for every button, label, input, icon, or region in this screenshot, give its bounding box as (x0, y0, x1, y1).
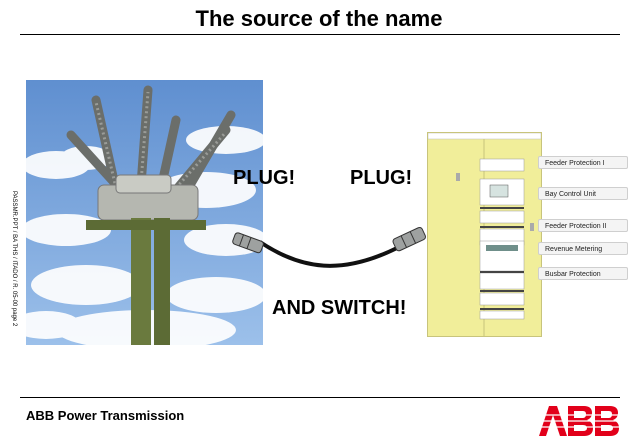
plug-left-label: PLUG! (233, 167, 296, 189)
slide-title: The source of the name (195, 6, 443, 31)
footer-brand: ABB Power Transmission (26, 408, 185, 423)
title-divider (20, 34, 620, 35)
switchgear-photo (26, 80, 263, 345)
plug-cable (232, 226, 427, 268)
plug-right-label: PLUG! (350, 167, 413, 189)
footer-divider (20, 397, 620, 398)
abb-logo (537, 406, 621, 436)
protection-cabinet (427, 132, 542, 337)
and-switch-label: AND SWITCH! (272, 297, 407, 319)
label-bay-control-unit: Bay Control Unit (538, 187, 628, 200)
side-reference-text: PASSMR.PPT / BA THS / ITADO / R. 05-00 p… (11, 191, 17, 327)
label-revenue-metering: Revenue Metering (538, 242, 628, 255)
label-feeder-protection-2: Feeder Protection II (538, 219, 628, 232)
label-busbar-protection: Busbar Protection (538, 267, 628, 280)
label-feeder-protection-1: Feeder Protection I (538, 156, 628, 169)
